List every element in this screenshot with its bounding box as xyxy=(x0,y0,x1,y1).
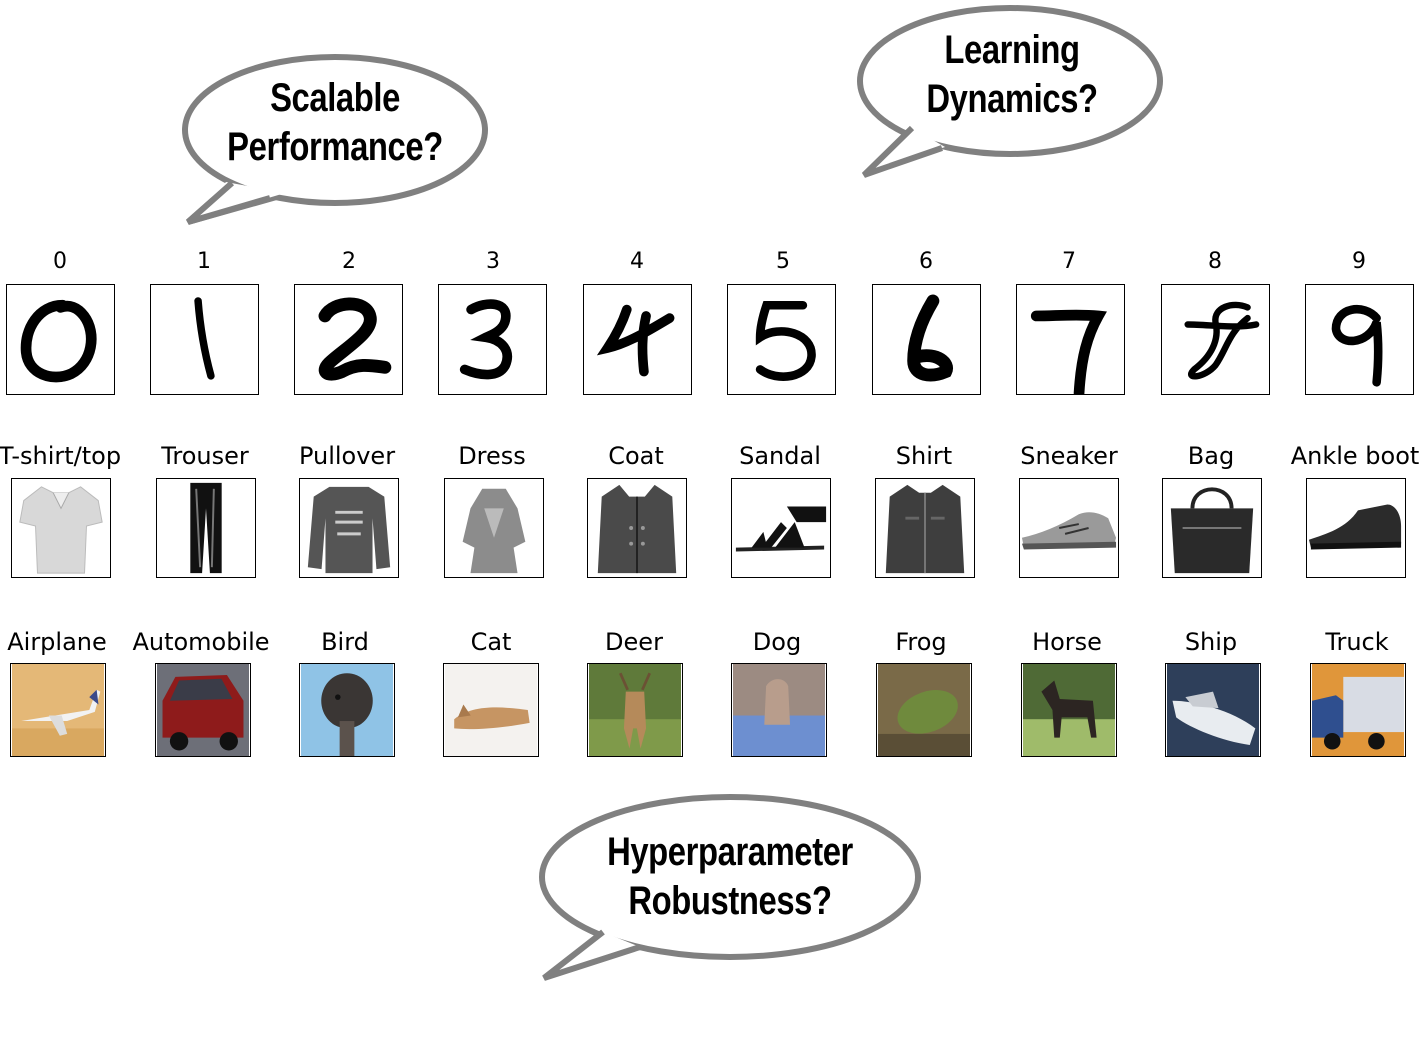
cifar-label: Bird xyxy=(321,628,369,656)
cifar-label: Automobile xyxy=(132,628,270,656)
digit-label: 8 xyxy=(1208,249,1222,274)
cifar-label: Frog xyxy=(895,628,947,656)
digit-label: 2 xyxy=(342,249,356,274)
digit-label: 9 xyxy=(1352,249,1366,274)
digit-8-image xyxy=(1161,284,1270,395)
digit-label: 0 xyxy=(53,249,67,274)
bubble-line: Learning xyxy=(944,28,1080,72)
digit-1-image xyxy=(150,284,259,395)
tshirt-image xyxy=(11,478,111,578)
fashion-label: Bag xyxy=(1187,442,1235,470)
frog-image xyxy=(876,663,972,757)
fashion-label: Sneaker xyxy=(1020,442,1118,470)
cat-image xyxy=(443,663,539,757)
cifar-label: Deer xyxy=(605,628,663,656)
digit-3-image xyxy=(438,284,547,395)
fashion-label: Shirt xyxy=(895,442,953,470)
fashion-label: Trouser xyxy=(161,442,249,470)
bag-image xyxy=(1162,478,1262,578)
cifar-label: Dog xyxy=(752,628,802,656)
truck-image xyxy=(1310,663,1406,757)
airplane-image xyxy=(10,663,106,757)
fashion-label: Coat xyxy=(608,442,664,470)
digit-6-image xyxy=(872,284,981,395)
digit-7-image xyxy=(1016,284,1125,395)
bubble-line: Hyperparameter xyxy=(607,830,853,874)
fashion-label: Ankle boot xyxy=(1290,442,1420,470)
coat-image xyxy=(587,478,687,578)
digit-9-image xyxy=(1305,284,1414,395)
digit-2-image xyxy=(294,284,403,395)
cifar-label: Horse xyxy=(1032,628,1102,656)
shirt-image xyxy=(875,478,975,578)
dress-image xyxy=(444,478,544,578)
bubble-line: Dynamics? xyxy=(926,77,1098,121)
digit-label: 6 xyxy=(919,249,933,274)
sneaker-image xyxy=(1019,478,1119,578)
ship-image xyxy=(1165,663,1261,757)
bubble-learning-dynamics xyxy=(857,5,1163,178)
sandal-image xyxy=(731,478,831,578)
cifar-label: Ship xyxy=(1184,628,1238,656)
fashion-label: Dress xyxy=(458,442,526,470)
digit-label: 7 xyxy=(1062,249,1076,274)
fashion-label: Pullover xyxy=(298,442,396,470)
digit-label: 4 xyxy=(630,249,644,274)
automobile-image xyxy=(155,663,251,757)
dog-image xyxy=(731,663,827,757)
bubble-scalable-performance xyxy=(182,54,488,225)
digit-5-image xyxy=(727,284,836,395)
digit-label: 5 xyxy=(776,249,790,274)
bubble-line: Robustness? xyxy=(628,879,832,923)
bubble-text-hyperparameter-robustness: Hyperparameter Robustness? xyxy=(578,828,881,926)
digit-label: 1 xyxy=(197,249,211,274)
digit-4-image xyxy=(583,284,692,395)
fashion-label: T-shirt/top xyxy=(0,442,122,470)
horse-image xyxy=(1021,663,1117,757)
digit-0-image xyxy=(6,284,115,395)
cifar-label: Truck xyxy=(1325,628,1389,656)
ankle-boot-image xyxy=(1306,478,1406,578)
bubble-text-scalable-performance: Scalable Performance? xyxy=(212,74,458,172)
bubble-line: Performance? xyxy=(227,125,443,169)
fashion-label: Sandal xyxy=(739,442,821,470)
bubble-hyperparameter-robustness xyxy=(539,794,921,981)
pullover-image xyxy=(299,478,399,578)
bird-image xyxy=(299,663,395,757)
bubble-line: Scalable xyxy=(270,76,400,120)
digit-label: 3 xyxy=(486,249,500,274)
trouser-image xyxy=(156,478,256,578)
bubble-text-learning-dynamics: Learning Dynamics? xyxy=(889,26,1135,124)
cifar-label: Cat xyxy=(470,628,512,656)
deer-image xyxy=(587,663,683,757)
cifar-label: Airplane xyxy=(7,628,107,656)
